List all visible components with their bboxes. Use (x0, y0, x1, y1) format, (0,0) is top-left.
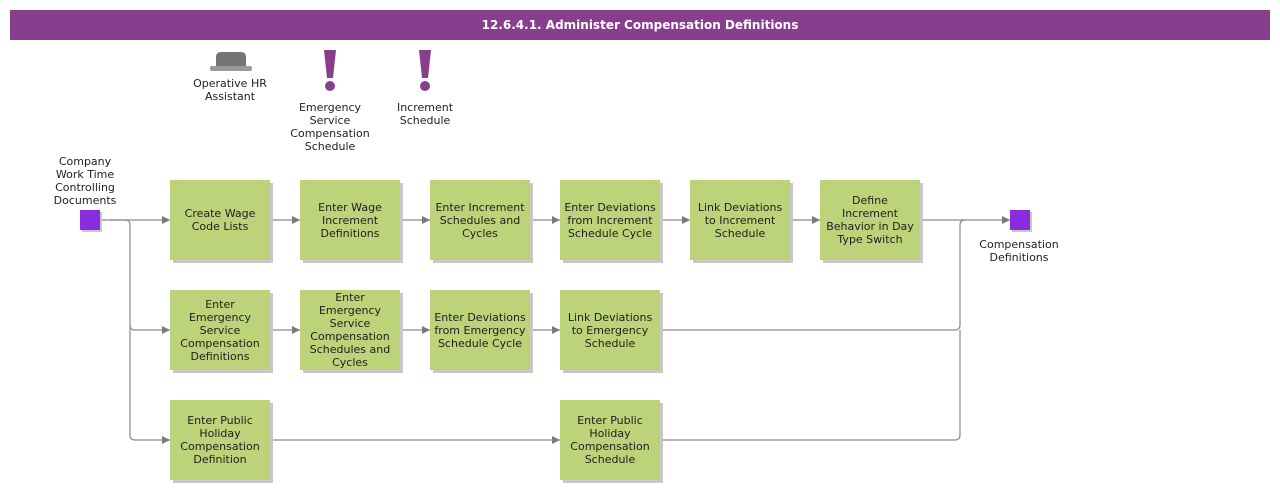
task-enter-wage-increment-definitions[interactable]: Enter Wage Increment Definitions (300, 180, 400, 260)
start-event-label: Company Work Time Controlling Documents (53, 155, 117, 207)
task-enter-emergency-compensation-schedules[interactable]: Enter Emergency Service Compensation Sch… (300, 290, 400, 370)
exclamation-icon (419, 50, 431, 91)
task-enter-deviations-emergency-cycle[interactable]: Enter Deviations from Emergency Schedule… (430, 290, 530, 370)
role-label: Operative HR Assistant (193, 77, 267, 103)
connector (129, 325, 170, 444)
document-label-emergency-schedule: Emergency Service Compensation Schedule (290, 101, 370, 153)
task-link-deviations-increment-schedule[interactable]: Link Deviations to Increment Schedule (690, 180, 790, 260)
start-event[interactable] (80, 210, 100, 230)
role-hat-icon (210, 52, 252, 71)
task-define-increment-behavior[interactable]: Define Increment Behavior in Day Type Sw… (820, 180, 920, 260)
document-label-increment-schedule: Increment Schedule (396, 101, 454, 127)
task-enter-deviations-increment-cycle[interactable]: Enter Deviations from Increment Schedule… (560, 180, 660, 260)
task-enter-increment-schedules-and-cycles[interactable]: Enter Increment Schedules and Cycles (430, 180, 530, 260)
task-enter-emergency-compensation-definitions[interactable]: Enter Emergency Service Compensation Def… (170, 290, 270, 370)
connector (110, 219, 170, 334)
task-link-deviations-emergency-schedule[interactable]: Link Deviations to Emergency Schedule (560, 290, 660, 370)
end-event-label: Compensation Definitions (979, 238, 1059, 264)
connector (660, 219, 966, 331)
end-event[interactable] (1010, 210, 1030, 230)
task-enter-public-holiday-schedule[interactable]: Enter Public Holiday Compensation Schedu… (560, 400, 660, 480)
connector (660, 330, 961, 441)
task-create-wage-code-lists[interactable]: Create Wage Code Lists (170, 180, 270, 260)
diagram-title: 12.6.4.1. Administer Compensation Defini… (10, 10, 1270, 40)
task-enter-public-holiday-definition[interactable]: Enter Public Holiday Compensation Defini… (170, 400, 270, 480)
exclamation-icon (324, 50, 336, 91)
